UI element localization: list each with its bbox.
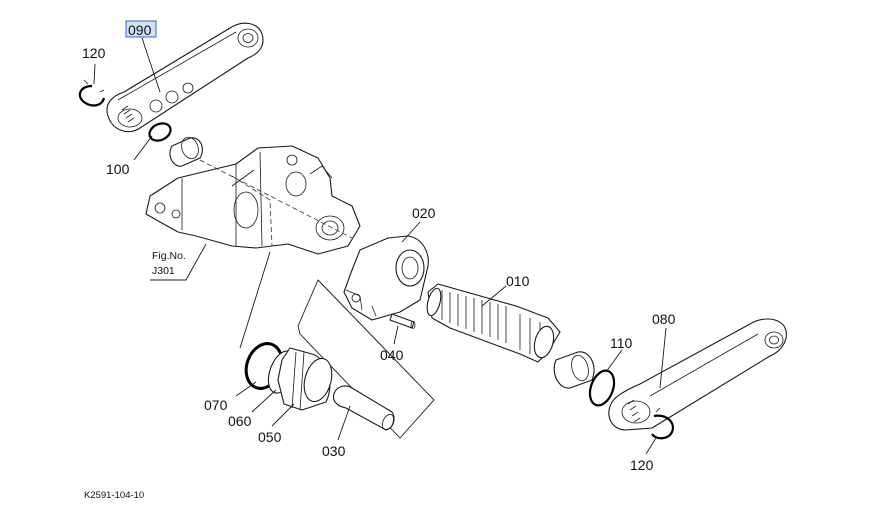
snap-ring-120-top[interactable] [78, 79, 106, 107]
bushing-lower[interactable] [553, 351, 595, 389]
callout-090[interactable]: 090 [128, 22, 152, 38]
cylinder-050[interactable] [277, 347, 336, 411]
lift-arm-090[interactable] [106, 22, 264, 133]
callout-120-bottom[interactable]: 120 [630, 457, 654, 473]
callout-120-top[interactable]: 120 [82, 45, 106, 61]
bushing-upper[interactable] [169, 135, 203, 167]
o-ring-110[interactable] [586, 367, 619, 408]
o-ring-100[interactable] [147, 120, 174, 144]
lift-arm-080[interactable] [608, 318, 787, 431]
callout-020[interactable]: 020 [412, 205, 436, 221]
cylinder-arm-020[interactable] [343, 235, 429, 321]
callout-010[interactable]: 010 [506, 273, 530, 289]
piston-030[interactable] [332, 385, 396, 431]
lift-shaft-010[interactable] [425, 283, 561, 363]
callout-070[interactable]: 070 [204, 397, 228, 413]
figure-reference-j301[interactable]: Fig.No. J301 [150, 243, 207, 281]
callout-100[interactable]: 100 [106, 161, 130, 177]
callout-110[interactable]: 110 [610, 335, 633, 351]
callout-040[interactable]: 040 [380, 347, 404, 363]
spring-pin-040[interactable] [389, 313, 416, 329]
callout-030[interactable]: 030 [322, 443, 346, 459]
callout-080[interactable]: 080 [652, 311, 676, 327]
cylinder-kit-outline [297, 279, 435, 439]
leader-lines [93, 37, 667, 455]
snap-ring-120-bottom[interactable] [651, 407, 674, 440]
callout-050[interactable]: 050 [258, 429, 282, 445]
drawing-code: K2591-104-10 [84, 490, 144, 501]
figure-ref-line1: Fig.No. [152, 250, 186, 262]
figure-ref-line2: J301 [152, 265, 175, 277]
callout-060[interactable]: 060 [228, 413, 252, 429]
selected-callout-highlight [125, 20, 157, 38]
lift-housing-reference [145, 145, 361, 255]
